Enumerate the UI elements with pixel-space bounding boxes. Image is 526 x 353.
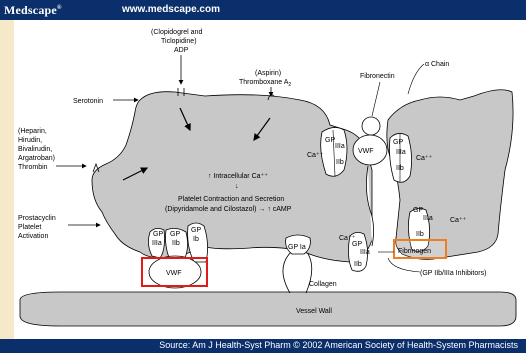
gp-lower-left-3-label: GP (191, 227, 201, 234)
gp-lower-right-iiia: IIIa (423, 215, 433, 222)
prostacyclin-label: Prostacyclin (18, 215, 56, 222)
intracellular-calcium-label: ↑ Intracellular Ca⁺⁺ (208, 173, 268, 180)
adp-label: ADP (174, 47, 189, 54)
bivalirudin-label: Bivalirudin, (18, 146, 52, 153)
gp-ia-label: GP Ia (288, 244, 306, 251)
collagen-label: Collagen (309, 281, 337, 288)
gp-lower-right-label: GP (413, 207, 423, 214)
gp-inhibitors-label: (GP IIb/IIIa Inhibitors) (420, 270, 486, 277)
gp-upper-left-iiia: IIIa (335, 143, 345, 150)
fibrinogen-label: Fibrinogen (398, 248, 431, 255)
source-citation: Source: Am J Health-Syst Pharm © 2002 Am… (159, 340, 518, 350)
aspirin-label: (Aspirin) (255, 70, 281, 77)
clopidogrel-label: (Clopidogrel and (151, 29, 202, 36)
gp-lower-left-ib: Ib (193, 236, 199, 243)
dipyridamole-label: (Dipyridamole and Cilostazol) → ↑ cAMP (165, 206, 292, 213)
gp-lower-left-label: GP (153, 231, 163, 238)
platelet-label: Platelet (18, 224, 41, 231)
gp-upper-right-label: GP (393, 139, 403, 146)
thrombin-label: Thrombin (18, 164, 48, 171)
fibronectin-label: Fibronectin (360, 73, 395, 80)
alpha-chain-line (408, 64, 424, 94)
vessel-wall-shape (20, 292, 516, 326)
gp-lower-right-iib: IIb (416, 231, 424, 238)
gp-upper-right-iib: IIb (396, 165, 404, 172)
ca-upper-right: Ca⁺⁺ (416, 155, 433, 162)
fibronectin-circle (362, 117, 380, 135)
vwf-top-label: VWF (358, 148, 374, 155)
alpha-chain-label: α Chain (425, 61, 449, 68)
vessel-wall-label: Vessel Wall (296, 308, 332, 315)
gp-lower-mid-label: GP (352, 241, 362, 248)
ca-lower-right: Ca⁺⁺ (450, 217, 467, 224)
gp-lower-mid-iib: IIb (354, 261, 362, 268)
heparin-label: (Heparin, (18, 128, 47, 135)
gp-upper-left-iib: IIb (336, 159, 344, 166)
down-arrow-glyph: ↓ (235, 183, 239, 190)
vwf-bottom-label: VWF (166, 270, 182, 277)
gp-upper-right-iiia: IIIa (396, 149, 406, 156)
thromboxane-label: Thromboxane A2 (239, 79, 291, 88)
footer-bar: Source: Am J Health-Syst Pharm © 2002 Am… (0, 339, 526, 353)
gp-lower-left-iiia: IIIa (152, 240, 162, 247)
hirudin-label: Hirudin, (18, 137, 42, 144)
serotonin-label: Serotonin (73, 98, 103, 105)
gp-lower-mid-iiia: IIIa (360, 249, 370, 256)
ca-upper-left: Ca⁺⁺ (307, 152, 324, 159)
argatroban-label: Argatroban) (18, 155, 55, 162)
activation-label: Activation (18, 233, 48, 240)
fibronectin-line (372, 82, 380, 116)
gp-lower-left-2-label: GP (170, 231, 180, 238)
gp-lower-left-iib: IIb (172, 240, 180, 247)
gp-upper-left-label: GP (325, 137, 335, 144)
gp-inhibitors-pointer (388, 258, 420, 272)
ca-lower-mid: Ca⁺⁺ (339, 235, 356, 242)
contraction-label: Platelet Contraction and Secretion (178, 196, 284, 203)
ticlopidine-label: Ticlopidine) (161, 38, 197, 45)
